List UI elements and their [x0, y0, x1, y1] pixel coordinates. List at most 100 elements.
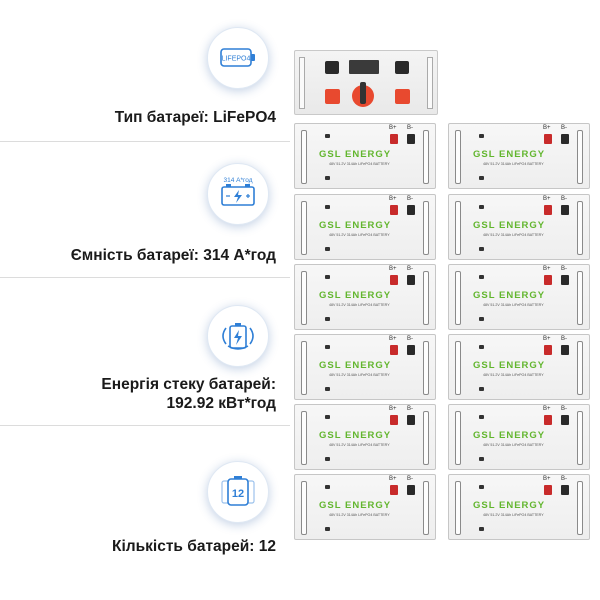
- terminal-negative: [561, 415, 569, 425]
- terminal-plus-label: B+: [543, 336, 551, 342]
- module-handle-right: [577, 130, 583, 184]
- module-port: [325, 317, 330, 321]
- terminal-positive: [390, 205, 398, 215]
- terminal-minus-label: B-: [561, 476, 567, 482]
- terminal-plus-label: B+: [389, 125, 397, 131]
- module-port: [325, 205, 330, 209]
- breaker-lever: [360, 82, 366, 104]
- module-handle-left: [455, 411, 461, 465]
- module-port: [479, 317, 484, 321]
- terminal-positive: [544, 415, 552, 425]
- spec-battery-capacity: 314 А*год Ємність батареї: 314 А*год: [0, 142, 290, 277]
- energy-stack-icon: [222, 323, 254, 350]
- terminal-negative: [407, 205, 415, 215]
- spec-icon-circle: 314 А*год: [207, 163, 269, 225]
- terminal-negative: [407, 415, 415, 425]
- svg-text:12: 12: [232, 488, 244, 500]
- controller-port: [325, 61, 339, 74]
- terminal-negative: [407, 345, 415, 355]
- terminal-negative: [407, 134, 415, 144]
- module-port: [325, 275, 330, 279]
- module-handle-right: [423, 341, 429, 395]
- module-handle-left: [455, 130, 461, 184]
- battery-capacity-icon: 314 А*год: [221, 177, 255, 206]
- module-handle-right: [423, 271, 429, 325]
- terminal-minus-label: B-: [561, 406, 567, 412]
- module-subtitle: 48V 51.2V 314Ah LiFePO4 BATTERY: [483, 373, 544, 377]
- module-port: [325, 457, 330, 461]
- module-subtitle: 48V 51.2V 314Ah LiFePO4 BATTERY: [483, 443, 544, 447]
- terminal-minus-label: B-: [407, 476, 413, 482]
- module-port: [479, 527, 484, 531]
- divider: [0, 425, 290, 426]
- terminal-minus-label: B-: [407, 336, 413, 342]
- module-port: [325, 527, 330, 531]
- spec-icon-circle: [207, 305, 269, 367]
- terminal-positive: [390, 275, 398, 285]
- terminal-minus-label: B-: [407, 406, 413, 412]
- module-handle-left: [301, 411, 307, 465]
- terminal-positive: [544, 345, 552, 355]
- module-brand: GSL ENERGY: [319, 360, 392, 371]
- terminal-positive: [390, 415, 398, 425]
- module-handle-right: [423, 201, 429, 255]
- terminal-positive: [544, 275, 552, 285]
- module-brand: GSL ENERGY: [473, 500, 546, 511]
- module-port: [325, 485, 330, 489]
- module-port: [479, 205, 484, 209]
- terminal-plus-label: B+: [389, 266, 397, 272]
- module-port: [479, 457, 484, 461]
- module-handle-right: [423, 481, 429, 535]
- terminal-negative: [561, 205, 569, 215]
- terminal-negative: [407, 485, 415, 495]
- terminal-plus-label: B+: [543, 196, 551, 202]
- spec-battery-capacity-label: Ємність батареї: 314 А*год: [70, 247, 276, 264]
- module-brand: GSL ENERGY: [473, 149, 546, 160]
- svg-text:LIFEPO4: LIFEPO4: [222, 56, 251, 63]
- module-subtitle: 48V 51.2V 314Ah LiFePO4 BATTERY: [329, 373, 390, 377]
- terminal-negative: [407, 275, 415, 285]
- module-handle-left: [455, 341, 461, 395]
- module-handle-right: [577, 481, 583, 535]
- module-subtitle: 48V 51.2V 314Ah LiFePO4 BATTERY: [329, 233, 390, 237]
- divider: [0, 141, 290, 142]
- module-port: [479, 415, 484, 419]
- spec-stack-energy-label: Енергія стеку батарей: 192.92 кВт*год: [101, 376, 276, 412]
- svg-text:314 А*год: 314 А*год: [223, 177, 252, 184]
- module-brand: GSL ENERGY: [319, 430, 392, 441]
- module-brand: GSL ENERGY: [473, 430, 546, 441]
- module-handle-right: [577, 201, 583, 255]
- module-handle-right: [577, 341, 583, 395]
- module-port: [479, 485, 484, 489]
- module-port: [479, 387, 484, 391]
- terminal-negative: [561, 134, 569, 144]
- module-port: [325, 176, 330, 180]
- rack-ear-right: [427, 57, 433, 109]
- module-handle-right: [577, 271, 583, 325]
- module-handle-left: [301, 130, 307, 184]
- module-brand: GSL ENERGY: [319, 290, 392, 301]
- module-subtitle: 48V 51.2V 314Ah LiFePO4 BATTERY: [329, 162, 390, 166]
- terminal-negative: [561, 275, 569, 285]
- module-handle-left: [455, 481, 461, 535]
- spec-battery-type-label: Тип батареї: LiFePO4: [114, 109, 276, 126]
- terminal-minus-label: B-: [407, 196, 413, 202]
- terminal-negative: [561, 345, 569, 355]
- module-brand: GSL ENERGY: [473, 290, 546, 301]
- module-brand: GSL ENERGY: [319, 220, 392, 231]
- module-handle-left: [301, 481, 307, 535]
- terminal-positive: [544, 485, 552, 495]
- terminal-positive: [390, 134, 398, 144]
- terminal-plus-label: B+: [543, 266, 551, 272]
- module-port: [325, 247, 330, 251]
- controller-terminal-red: [325, 89, 340, 104]
- spec-battery-count-label: Кількість батарей: 12: [112, 538, 276, 555]
- battery-controller-unit: [294, 50, 438, 115]
